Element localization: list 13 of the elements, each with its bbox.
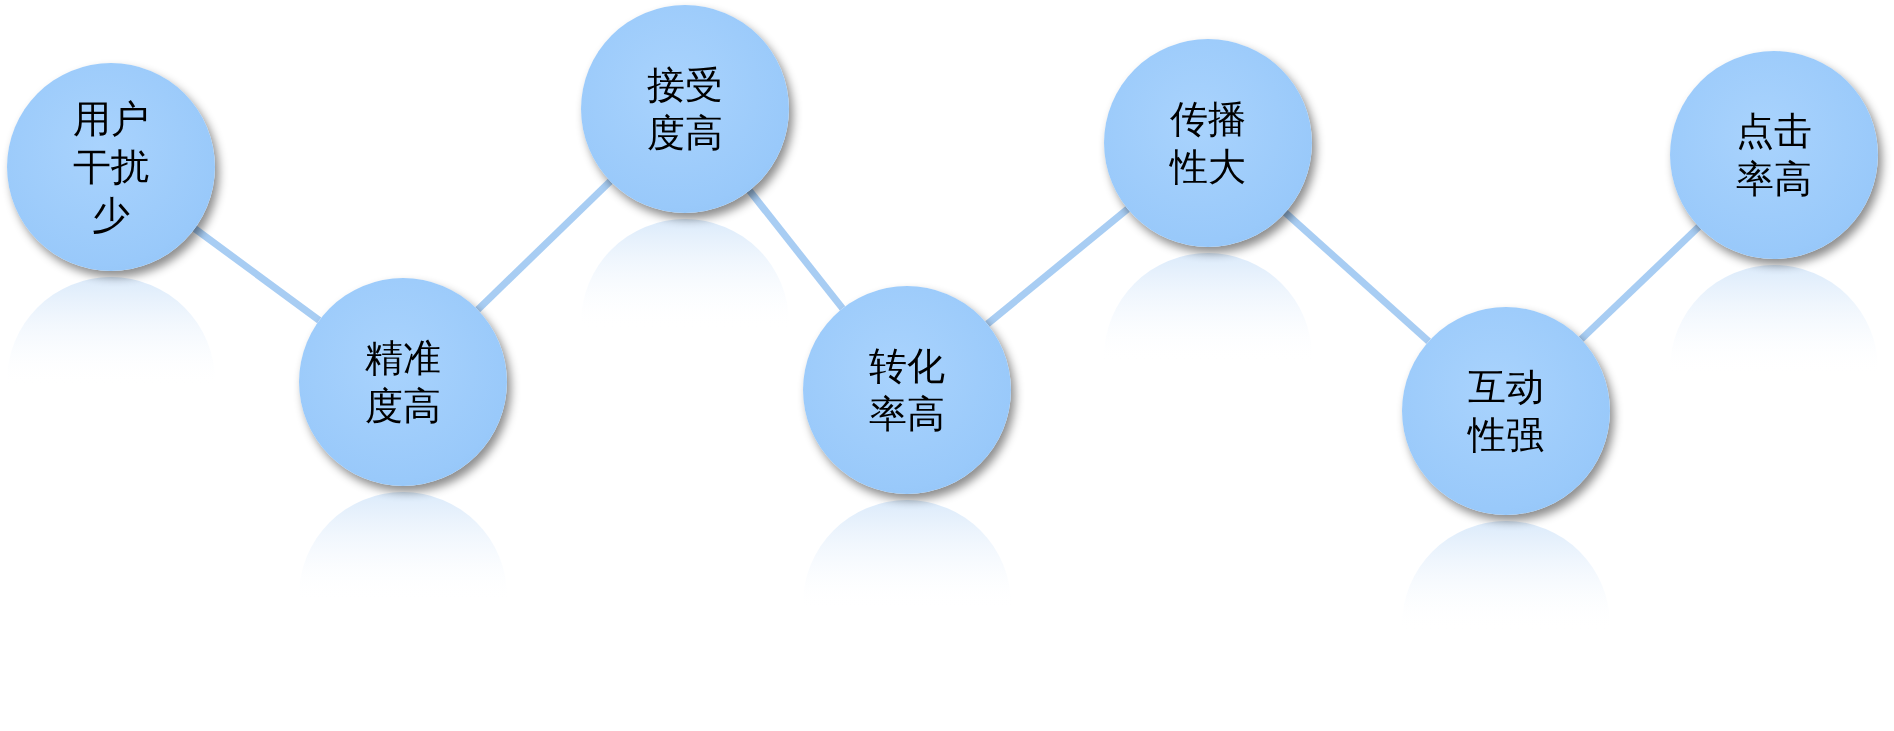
connector-line — [1283, 209, 1431, 345]
connector-line — [746, 188, 846, 311]
node-text: 精准度高 — [364, 335, 442, 430]
connector-line — [985, 206, 1130, 327]
node-text: 用户干扰少 — [72, 96, 150, 239]
connector-line — [192, 225, 322, 324]
node-text: 点击率高 — [1735, 108, 1813, 203]
node-text: 互动性强 — [1466, 364, 1545, 459]
connector-line — [1578, 224, 1702, 342]
node-text: 转化率高 — [868, 343, 946, 438]
node-text: 接受度高 — [646, 62, 724, 157]
node-text: 传播性大 — [1168, 96, 1247, 191]
connector-line — [475, 178, 613, 313]
